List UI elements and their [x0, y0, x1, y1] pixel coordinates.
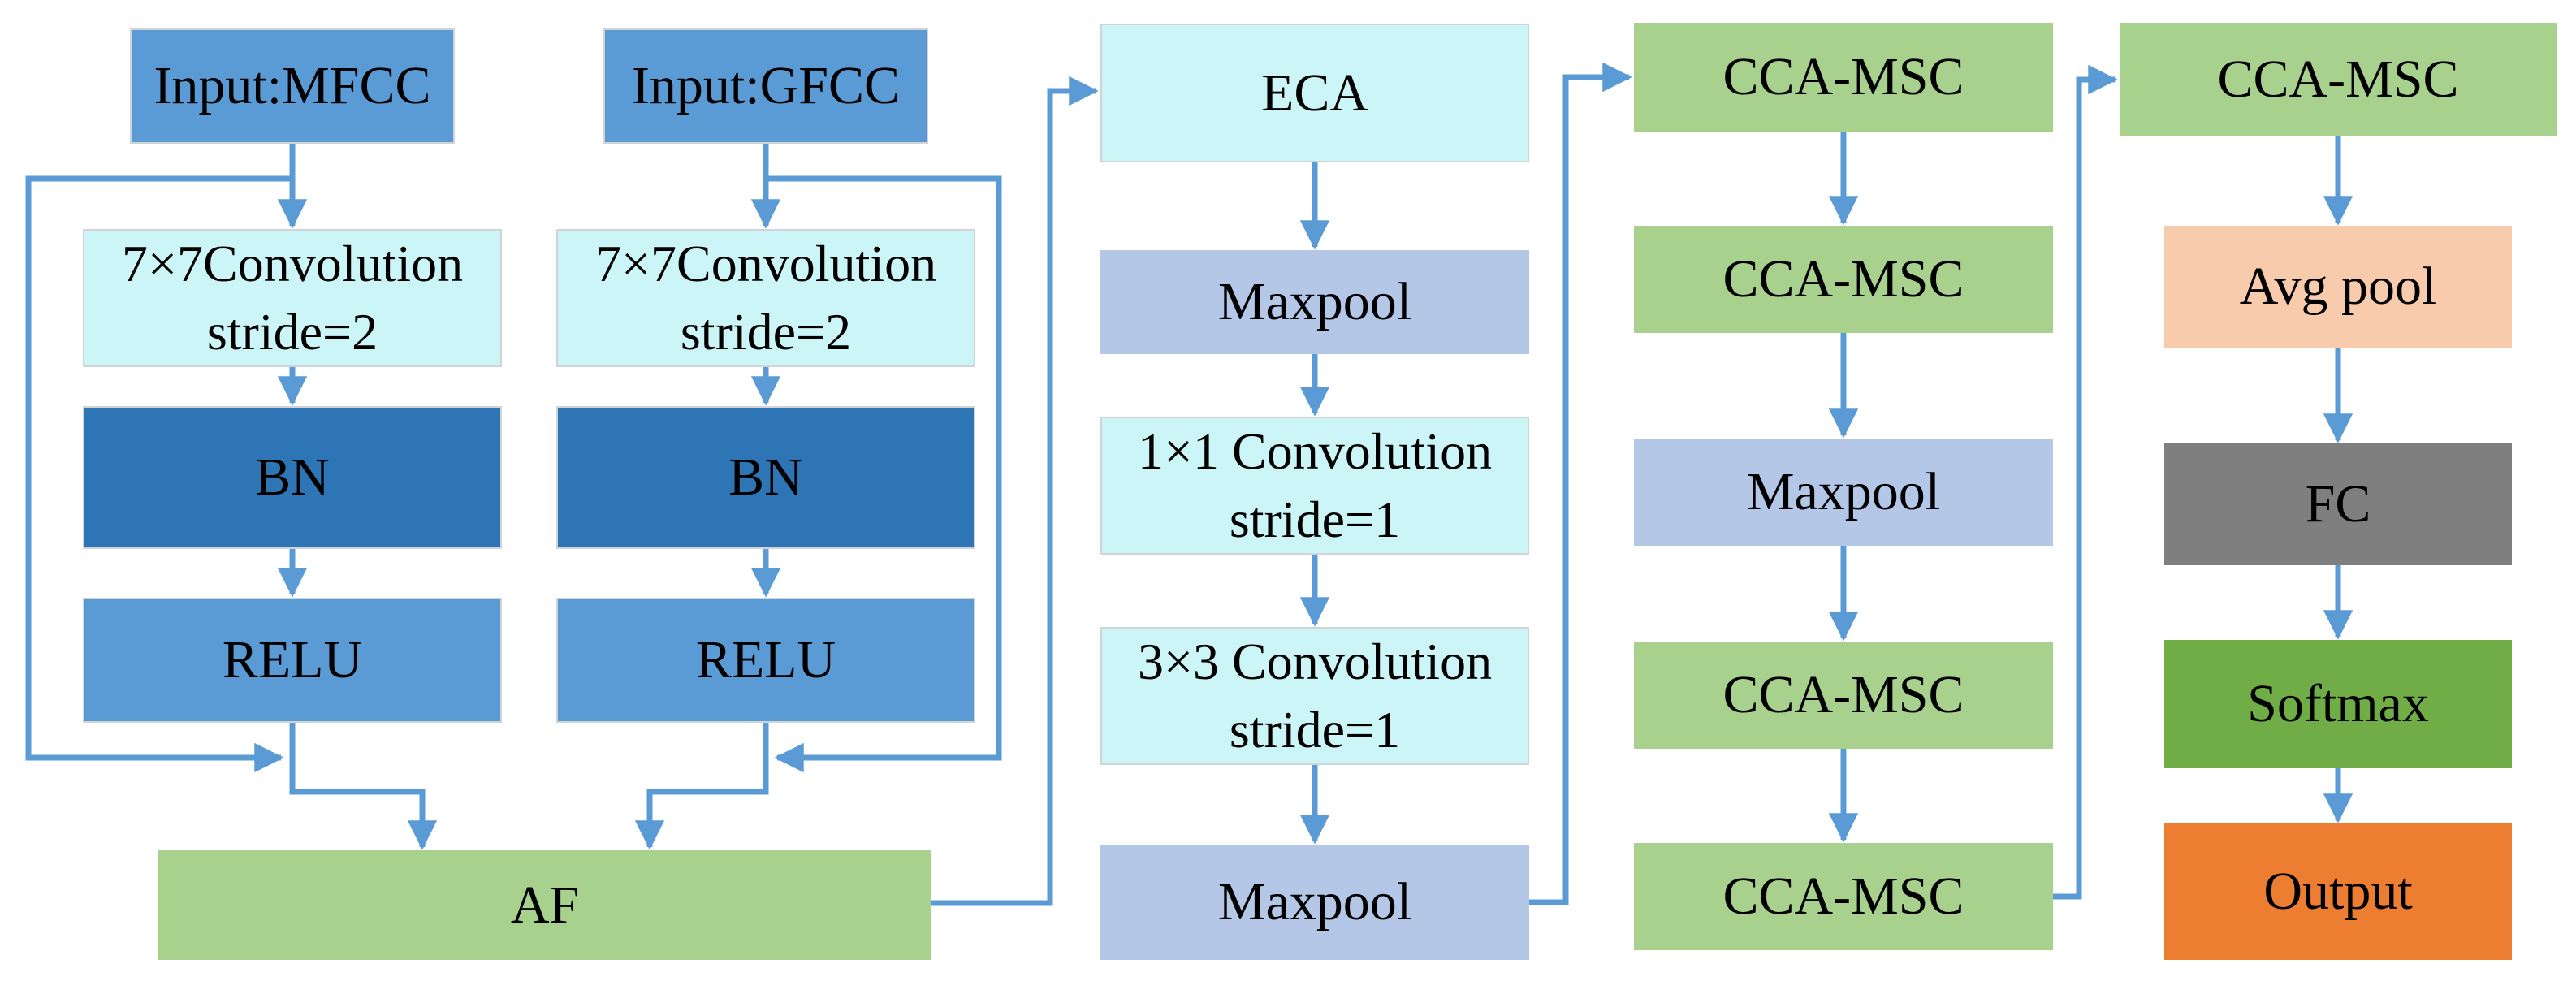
node-label: Input:MFCC	[153, 56, 431, 116]
node-label-line1: 1×1 Convolution	[1137, 421, 1493, 480]
node-label: Avg pool	[2239, 257, 2437, 317]
node-label-line1: 7×7Convolution	[594, 234, 937, 292]
node-label: ECA	[1261, 63, 1368, 123]
node-eca: ECA	[1100, 24, 1529, 162]
node-cca-msc-2: CCA-MSC	[1634, 226, 2053, 333]
node-label-line2: stride=2	[206, 303, 378, 361]
node-cca-msc-1: CCA-MSC	[1634, 23, 2053, 132]
node-bn-gfcc: BN	[556, 406, 975, 549]
node-label: RELU	[222, 630, 363, 690]
node-label: CCA-MSC	[1722, 47, 1964, 107]
node-softmax: Softmax	[2164, 640, 2512, 768]
node-conv3x3: 3×3 Convolution stride=1	[1100, 627, 1529, 765]
node-label-line2: stride=1	[1229, 490, 1401, 548]
edge-relu-gfcc-af	[634, 723, 769, 850]
node-af: AF	[158, 850, 931, 960]
edge-maxpool2-cca1	[1529, 62, 1632, 905]
node-cca-msc-4: CCA-MSC	[1634, 843, 2053, 950]
node-fc: FC	[2164, 443, 2512, 565]
node-label: FC	[2305, 474, 2371, 534]
node-label: AF	[510, 875, 580, 935]
node-maxpool-2: Maxpool	[1100, 845, 1529, 960]
node-relu-gfcc: RELU	[556, 598, 975, 723]
node-label: CCA-MSC	[1722, 665, 1964, 725]
node-cca-msc-5: CCA-MSC	[2120, 23, 2557, 136]
node-bn-mfcc: BN	[83, 406, 502, 549]
node-conv7-gfcc: 7×7Convolution stride=2	[556, 229, 975, 367]
edge-skip-mfcc	[25, 175, 292, 773]
node-avg-pool: Avg pool	[2164, 226, 2512, 348]
node-label: Maxpool	[1217, 272, 1412, 332]
edge-af-eca	[931, 76, 1099, 906]
node-conv7-mfcc: 7×7Convolution stride=2	[83, 229, 502, 367]
node-label: RELU	[695, 630, 836, 690]
node-label-line2: stride=2	[680, 303, 852, 361]
node-label: BN	[728, 447, 803, 508]
node-maxpool-1: Maxpool	[1100, 250, 1529, 354]
node-conv1x1: 1×1 Convolution stride=1	[1100, 417, 1529, 555]
edge-cca4-cca5	[2053, 64, 2118, 900]
node-label: BN	[255, 447, 330, 508]
node-label: Output	[2263, 862, 2413, 922]
node-maxpool-3: Maxpool	[1634, 439, 2053, 546]
node-input-gfcc: Input:GFCC	[603, 28, 928, 144]
node-input-mfcc: Input:MFCC	[130, 28, 455, 144]
node-cca-msc-3: CCA-MSC	[1634, 642, 2053, 749]
node-label-line1: 7×7Convolution	[121, 234, 464, 292]
node-label: CCA-MSC	[2217, 49, 2459, 109]
node-label: Maxpool	[1746, 462, 1941, 522]
node-label: Input:GFCC	[631, 56, 901, 116]
node-label-line1: 3×3 Convolution	[1137, 632, 1493, 690]
node-output: Output	[2164, 823, 2512, 960]
node-label-line2: stride=1	[1229, 701, 1401, 758]
node-label: CCA-MSC	[1722, 866, 1964, 927]
node-relu-mfcc: RELU	[83, 598, 502, 723]
edge-skip-gfcc	[766, 175, 1002, 773]
node-label: Maxpool	[1217, 872, 1412, 932]
edge-relu-mfcc-af	[289, 723, 438, 850]
node-label: Softmax	[2247, 674, 2429, 734]
node-label: CCA-MSC	[1722, 249, 1964, 309]
